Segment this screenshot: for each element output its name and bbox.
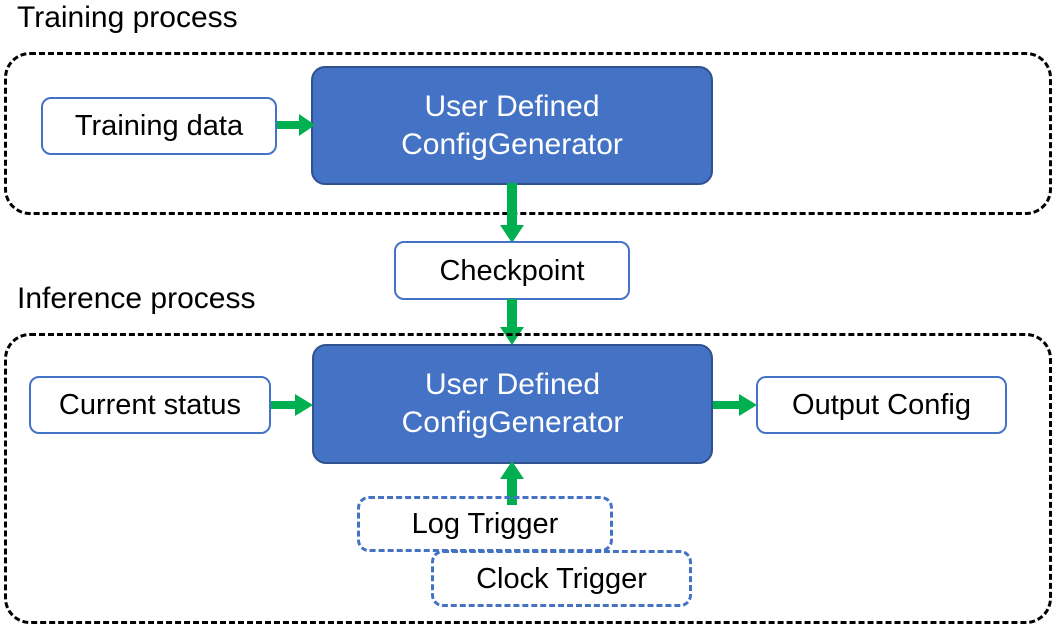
inference-process-container — [4, 333, 1052, 624]
training-generator-line2: ConfigGenerator — [401, 127, 623, 161]
training-process-container — [4, 52, 1052, 215]
checkpoint-box[interactable]: Checkpoint — [394, 241, 630, 300]
clock-trigger-box[interactable]: Clock Trigger — [431, 550, 692, 607]
inference-config-generator-box[interactable]: User Defined ConfigGenerator — [312, 344, 713, 464]
inference-generator-line2: ConfigGenerator — [401, 406, 624, 439]
arrow-current-status-to-inference-generator — [271, 394, 313, 416]
training-process-label: Training process — [17, 1, 238, 34]
output-config-box[interactable]: Output Config — [756, 376, 1007, 434]
log-trigger-box[interactable]: Log Trigger — [357, 496, 613, 552]
inference-generator-line1: User Defined — [424, 368, 601, 401]
arrow-training-generator-to-checkpoint — [500, 183, 524, 243]
arrow-training-data-to-generator — [277, 114, 315, 136]
training-generator-line1: User Defined — [424, 89, 600, 123]
inference-process-label: Inference process — [17, 282, 256, 315]
arrow-trigger-to-inference-generator — [500, 461, 524, 505]
current-status-box[interactable]: Current status — [29, 376, 271, 434]
training-data-box[interactable]: Training data — [41, 97, 277, 155]
arrow-inference-generator-to-output-config — [713, 394, 757, 416]
training-config-generator-box[interactable]: User Defined ConfigGenerator — [311, 66, 713, 185]
